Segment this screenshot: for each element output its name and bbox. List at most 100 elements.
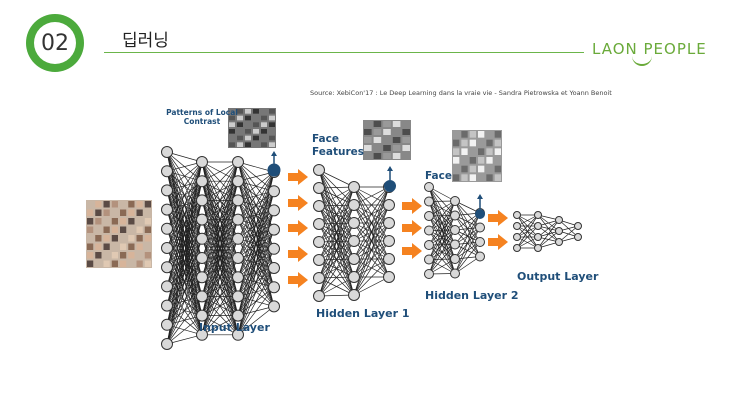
input-face-mosaic-tile bbox=[95, 243, 102, 250]
network-edge bbox=[454, 212, 481, 245]
face-image-patches-tile bbox=[494, 148, 501, 155]
face-features-patches-tile bbox=[383, 145, 391, 151]
highlight-node-hidden1-stem-arrowhead bbox=[387, 166, 393, 171]
neuron-node bbox=[424, 196, 434, 207]
network-edge bbox=[166, 161, 203, 345]
network-edge bbox=[353, 186, 390, 206]
neuron-node bbox=[513, 233, 521, 241]
network-edge bbox=[166, 161, 203, 249]
local-contrast-patches-tile bbox=[237, 135, 243, 141]
network-edge bbox=[166, 161, 203, 210]
neuron-node bbox=[232, 213, 244, 226]
highlight-node-input bbox=[267, 163, 281, 177]
network-edge bbox=[166, 315, 203, 345]
network-edge bbox=[201, 161, 239, 335]
neuron-node bbox=[313, 254, 325, 266]
input-face-mosaic-tile bbox=[144, 252, 151, 259]
network-edge bbox=[201, 296, 239, 336]
network-edge bbox=[516, 214, 539, 238]
input-face-mosaic-tile bbox=[103, 209, 110, 216]
highlight-node-hidden2-stem-arrowhead bbox=[477, 194, 483, 199]
page-title: 딥러닝 bbox=[122, 31, 169, 51]
neuron-node bbox=[313, 272, 325, 284]
neuron-node bbox=[232, 309, 244, 322]
network-edge bbox=[166, 277, 203, 345]
neuron-node bbox=[574, 222, 582, 230]
network-edge bbox=[454, 212, 481, 274]
network-edge bbox=[454, 227, 481, 274]
neuron-node bbox=[348, 289, 360, 301]
input-face-mosaic-tile bbox=[111, 252, 118, 259]
neuron-node bbox=[450, 210, 460, 221]
network-edge bbox=[318, 258, 355, 297]
face-image-patches-tile bbox=[469, 139, 476, 147]
neuron-node bbox=[555, 227, 563, 235]
hidden-layer-2-label: Hidden Layer 2 bbox=[425, 289, 519, 302]
input-face-mosaic-tile bbox=[120, 252, 127, 259]
input-face-mosaic-tile bbox=[120, 260, 127, 267]
neuron-node bbox=[534, 222, 542, 230]
network-edge bbox=[237, 171, 275, 239]
input-face-mosaic-tile bbox=[87, 209, 94, 216]
neuron-node bbox=[383, 253, 395, 265]
face-image-patches bbox=[452, 130, 502, 182]
neuron-node bbox=[513, 244, 521, 252]
network-edge bbox=[237, 286, 275, 336]
neuron-node bbox=[196, 156, 208, 168]
network-edge bbox=[353, 240, 390, 296]
local-contrast-patches-tile bbox=[253, 109, 259, 114]
network-edge bbox=[166, 200, 203, 345]
input-face-mosaic-tile bbox=[111, 235, 118, 242]
local-contrast-patches-tile bbox=[237, 115, 243, 121]
network-edge bbox=[201, 181, 239, 335]
neuron-node bbox=[383, 199, 395, 211]
face-image-patches-tile bbox=[494, 131, 501, 138]
input-face-mosaic-tile bbox=[136, 201, 143, 208]
face-features-patches-tile bbox=[392, 137, 401, 143]
network-edge bbox=[353, 222, 390, 296]
local-contrast-patches-tile bbox=[253, 135, 259, 141]
neuron-node bbox=[348, 217, 360, 229]
face-image-patches-tile bbox=[461, 131, 468, 138]
network-edge bbox=[237, 171, 275, 182]
neuron-node bbox=[161, 338, 173, 350]
network-edge bbox=[353, 204, 390, 296]
neuron-node bbox=[232, 290, 244, 303]
network-edge bbox=[237, 171, 275, 316]
local-contrast-patches-tile bbox=[261, 122, 267, 127]
neuron-node bbox=[424, 182, 434, 192]
flow-arrow bbox=[488, 234, 508, 250]
input-face-mosaic-tile bbox=[144, 218, 151, 225]
network-edge bbox=[454, 256, 481, 274]
neuron-node bbox=[555, 216, 563, 224]
face-features-patches-tile bbox=[402, 137, 410, 143]
input-face-mosaic-tile bbox=[128, 243, 135, 250]
network-edge bbox=[353, 186, 390, 260]
local-contrast-patches-tile bbox=[245, 129, 251, 134]
neuron-node bbox=[424, 269, 434, 279]
input-face-mosaic-tile bbox=[120, 209, 127, 216]
hidden-layer-1-label: Hidden Layer 1 bbox=[316, 307, 410, 320]
face-features-patches-tile bbox=[392, 121, 401, 127]
face-features-patches-tile bbox=[383, 121, 391, 127]
network-edge bbox=[318, 222, 355, 297]
neuron-node bbox=[313, 290, 325, 302]
input-face-mosaic-tile bbox=[120, 218, 127, 225]
neuron-node bbox=[268, 242, 280, 255]
input-face-mosaic-tile bbox=[103, 243, 110, 250]
network-edge bbox=[537, 219, 560, 238]
local-contrast-patches-tile bbox=[229, 129, 235, 134]
neuron-node bbox=[196, 271, 208, 284]
network-edge bbox=[166, 161, 203, 191]
face-image-patches-tile bbox=[478, 131, 485, 138]
local-contrast-patches-tile bbox=[229, 142, 235, 147]
input-face-mosaic-tile bbox=[87, 260, 94, 267]
network-edge bbox=[201, 161, 239, 182]
local-contrast-patches-tile bbox=[237, 122, 243, 127]
neuron-node bbox=[196, 175, 208, 188]
network-edge bbox=[318, 276, 355, 297]
flow-arrow bbox=[288, 195, 308, 211]
network-edge bbox=[428, 244, 456, 275]
face-features-patches-tile bbox=[383, 129, 391, 135]
face-image-patches-tile bbox=[453, 148, 460, 155]
